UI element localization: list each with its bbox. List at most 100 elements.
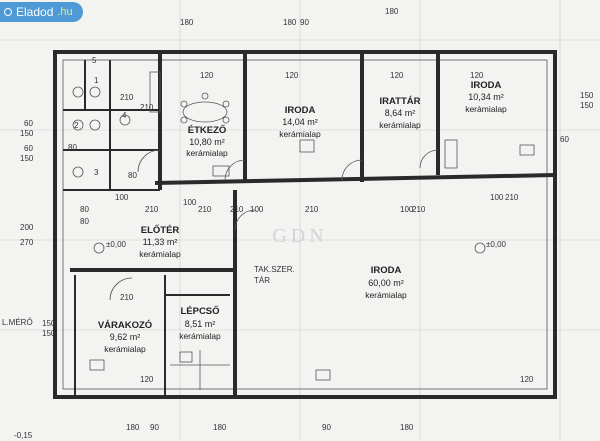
dimension-label: 90 [300, 18, 309, 27]
dimension-label: 210 [140, 103, 154, 112]
room-area: 14,04 m² [282, 117, 318, 127]
dimension-label: 180 [213, 423, 227, 432]
watermark: GDN [272, 225, 327, 247]
dimension-label: 200 [20, 223, 34, 232]
dimension-label: 210 [412, 205, 426, 214]
dimension-label: 150 [580, 91, 594, 100]
room-area: 8,64 m² [385, 108, 416, 118]
room-floor: kerámialap [179, 331, 221, 341]
door-swings [109, 149, 439, 301]
dimension-label: 150 [20, 129, 34, 138]
dimension-label: 90 [150, 423, 159, 432]
dimension-label: 120 [520, 375, 534, 384]
label-tar: TÁR [254, 276, 270, 285]
room-name: VÁRAKOZÓ [98, 319, 152, 331]
dimension-label: 120 [390, 71, 404, 80]
label-level-2: ±0,00 [486, 240, 507, 249]
room-area: 11,33 m² [143, 237, 178, 247]
room-area: 8,51 m² [185, 319, 216, 329]
dimension-label: 180 [385, 7, 399, 16]
room-iroda-2: IRODA 10,34 m² kerámialap [465, 80, 507, 114]
label-level-3: -0,15 [14, 431, 33, 440]
room-etkezo: ÉTKEZŐ 10,80 m² kerámialap [186, 124, 228, 158]
room-irattar: IRATTÁR 8,64 m² kerámialap [379, 96, 421, 130]
dimension-label: 2 [74, 121, 79, 130]
room-name: ÉTKEZŐ [188, 124, 227, 136]
dimension-label: 180 [126, 423, 140, 432]
level-marker-1 [93, 242, 105, 254]
room-area: 9,62 m² [110, 332, 141, 342]
room-name: IRODA [471, 80, 502, 91]
dimension-label: 210 [505, 193, 519, 202]
room-floor: kerámialap [365, 290, 407, 300]
room-name: IRATTÁR [380, 96, 421, 107]
dimension-label: 150 [42, 319, 56, 328]
label-tak-szer: TAK.SZER. [254, 265, 295, 274]
dimension-label: 80 [80, 205, 89, 214]
site-badge[interactable]: Eladod.hu [0, 2, 83, 22]
dimension-label: 100 [250, 205, 264, 214]
fixtures [72, 71, 535, 381]
brand-name: Eladod [16, 5, 54, 19]
dimension-label: 80 [68, 143, 77, 152]
room-floor: kerámialap [465, 104, 507, 114]
room-area: 10,34 m² [468, 92, 504, 102]
room-area: 10,80 m² [189, 137, 225, 147]
dimension-label: 1 [94, 76, 99, 85]
dimension-label: 210 [305, 205, 319, 214]
label-l-mero: L.MÉRŐ [2, 318, 33, 327]
dimension-label: 120 [140, 375, 154, 384]
dimension-label: 210 [145, 205, 159, 214]
dimension-label: 180 [283, 18, 297, 27]
dimension-label: 60 [24, 144, 33, 153]
dimension-labels: 120 120 120 120 120 120 150 150 150 150 … [20, 7, 594, 432]
room-floor: kerámialap [279, 129, 321, 139]
room-name: IRODA [371, 265, 402, 276]
room-varakozo: VÁRAKOZÓ 9,62 m² kerámialap [98, 319, 152, 354]
location-icon [4, 8, 12, 16]
dimension-label: 80 [80, 217, 89, 226]
room-iroda-1: IRODA 14,04 m² kerámialap [279, 105, 321, 139]
room-floor: kerámialap [139, 249, 181, 259]
dimension-label: 210 [198, 205, 212, 214]
room-name: ELŐTÉR [141, 224, 180, 236]
dimension-label: 60 [560, 135, 569, 144]
dimension-label: 90 [322, 423, 331, 432]
room-floor: kerámialap [104, 344, 146, 354]
dimension-label: 210 [120, 293, 134, 302]
dimension-label: 210 [230, 205, 244, 214]
dimension-label: 60 [24, 119, 33, 128]
room-name: IRODA [285, 105, 316, 116]
room-name: LÉPCSŐ [180, 305, 219, 317]
level-marker-2 [474, 242, 486, 254]
room-floor: kerámialap [186, 148, 228, 158]
dimension-label: 180 [180, 18, 194, 27]
dimension-label: 150 [580, 101, 594, 110]
brand-suffix: .hu [57, 6, 73, 18]
dimension-label: 270 [20, 238, 34, 247]
dimension-label: 4 [122, 111, 127, 120]
dimension-label: 100 [490, 193, 504, 202]
room-iroda-3: IRODA 60,00 m² kerámialap [365, 265, 407, 300]
room-area: 60,00 m² [368, 278, 404, 288]
dimension-label: 5 [92, 56, 97, 65]
dimension-label: 120 [470, 71, 484, 80]
dimension-label: 100 [400, 205, 414, 214]
dimension-label: 180 [400, 423, 414, 432]
label-level-1: ±0,00 [106, 240, 127, 249]
dimension-label: 210 [120, 93, 134, 102]
dimension-label: 80 [128, 171, 137, 180]
dimension-label: 120 [285, 71, 299, 80]
dimension-label: 100 [183, 198, 197, 207]
room-eloter: ELŐTÉR 11,33 m² kerámialap [139, 224, 181, 259]
dimension-label: 150 [42, 329, 56, 338]
dimension-label: 120 [200, 71, 214, 80]
room-lepcso: LÉPCSŐ 8,51 m² kerámialap [179, 305, 221, 341]
room-floor: kerámialap [379, 120, 421, 130]
walls [53, 50, 557, 399]
dimension-label: 3 [94, 168, 99, 177]
dimension-label: 150 [20, 154, 34, 163]
dimension-label: 100 [115, 193, 129, 202]
